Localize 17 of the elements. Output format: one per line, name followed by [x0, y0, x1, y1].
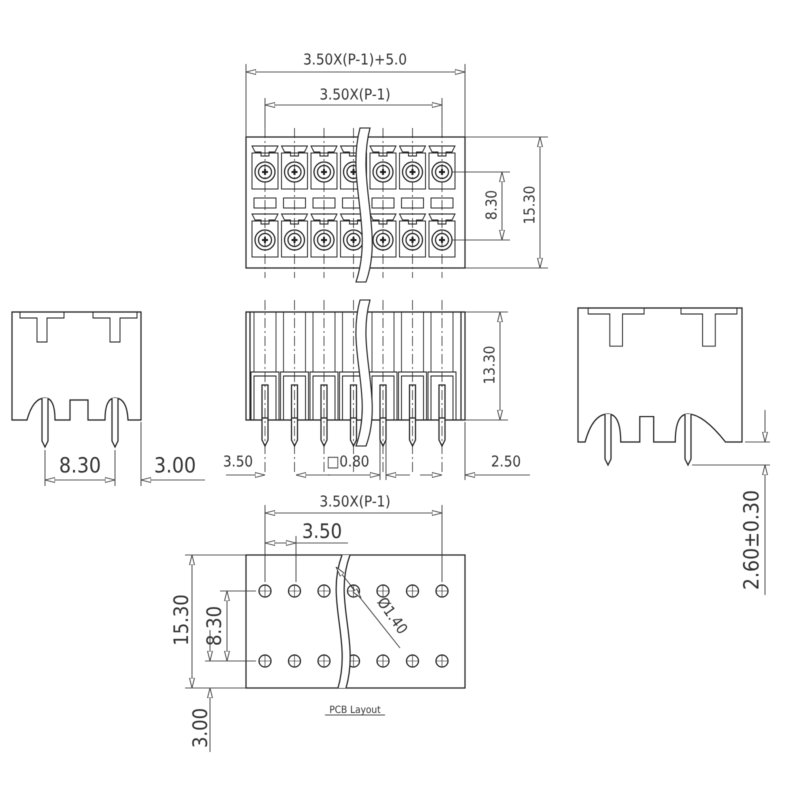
dimension-label: 13.30: [482, 346, 498, 384]
dimension-label: 3.50X(P-1)+5.0: [303, 52, 407, 68]
dimension-label: 3.50X(P-1): [319, 88, 391, 102]
dimension-label: 3.50: [222, 454, 254, 470]
dimension-label: 15.30: [522, 186, 538, 224]
dimension-label: 8.30: [204, 606, 224, 646]
caption: PCB Layout: [329, 706, 381, 716]
dimension-label: 2.50: [490, 454, 522, 470]
dimension-label: 3.50X(P-1): [319, 494, 391, 510]
dimension-label: 3.50: [302, 521, 342, 541]
dimension-label: □0.80: [326, 454, 370, 470]
dimension-label: 2.60±0.30: [742, 490, 762, 590]
dimension-label: 3.00: [190, 708, 210, 748]
dimension-label: 3.00: [154, 456, 196, 476]
dimension-label: 8.30: [58, 456, 102, 476]
dimension-label: 15.30: [171, 594, 191, 646]
dimension-label: 8.30: [484, 190, 500, 220]
